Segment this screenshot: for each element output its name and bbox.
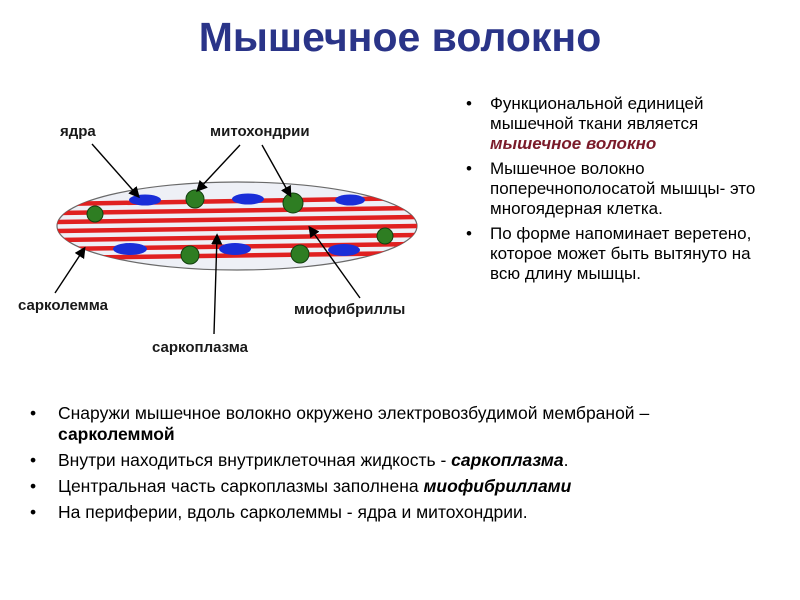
bottom-bullet-4: На периферии, вдоль сарколеммы - ядра и …	[30, 502, 770, 523]
right-bullet-2: Мышечное волокно поперечнополосатой мышц…	[464, 159, 784, 219]
emphasis-sarcoplasm: саркоплазма	[451, 450, 564, 470]
pointer-arrows	[54, 143, 361, 335]
mitochondrion	[282, 192, 304, 214]
bottom-bullet-1: Снаружи мышечное волокно окружено электр…	[30, 403, 770, 445]
nucleus	[129, 194, 161, 206]
right-bullet-3: По форме напоминает веретено, которое мо…	[464, 224, 784, 284]
mitochondrion	[185, 189, 205, 209]
mitochondrion	[290, 244, 310, 264]
nucleus	[219, 243, 251, 255]
nucleus	[328, 244, 360, 256]
emphasis-sarcolemma: сарколеммой	[58, 424, 175, 444]
label-nuclei: ядра	[60, 123, 96, 140]
bottom-bullet-2: Внутри находиться внутриклеточная жидкос…	[30, 450, 770, 471]
label-mitochondria: митохондрии	[210, 123, 310, 140]
label-sarcolemma: сарколемма	[18, 297, 109, 314]
nucleus	[335, 194, 365, 206]
nucleus	[232, 193, 264, 205]
slide-title: Мышечное волокно	[198, 14, 602, 60]
bottom-bullet-list: Снаружи мышечное волокно окружено электр…	[30, 403, 770, 528]
mitochondrion	[376, 227, 394, 245]
mitochondrion	[86, 205, 104, 223]
muscle-fiber-diagram: ядра митохондрии сарколемма миофибриллы …	[18, 123, 418, 356]
right-bullet-1: Функциональной единицей мышечной ткани я…	[464, 94, 784, 154]
right-bullet-list: Функциональной единицей мышечной ткани я…	[464, 94, 784, 289]
label-myofibrils: миофибриллы	[294, 301, 405, 318]
emphasis-myofibrils: миофибриллами	[423, 476, 572, 496]
mitochondria-group	[86, 189, 394, 265]
emphasis-muscle-fiber: мышечное волокно	[490, 134, 657, 153]
mitochondrion	[180, 245, 200, 265]
nucleus	[113, 243, 147, 255]
bottom-bullet-3: Центральная часть саркоплазмы заполнена …	[30, 476, 770, 497]
label-sarcoplasm: саркоплазма	[152, 339, 249, 356]
